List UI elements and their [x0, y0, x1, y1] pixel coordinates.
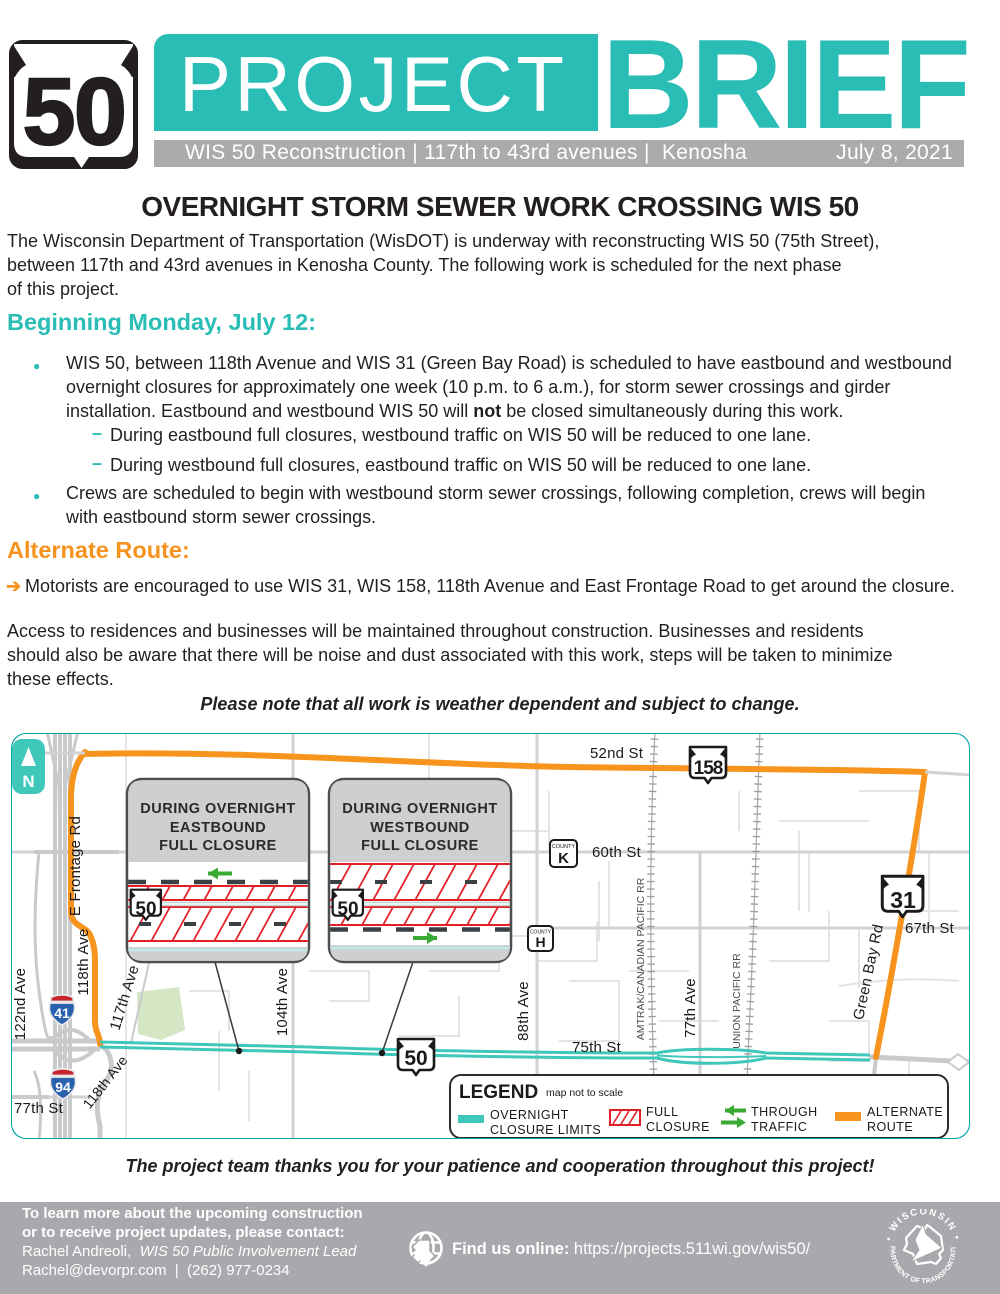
svg-text:ALTERNATE: ALTERNATE: [867, 1105, 943, 1119]
svg-text:122nd Ave: 122nd Ave: [12, 968, 29, 1040]
svg-text:FULL CLOSURE: FULL CLOSURE: [361, 838, 479, 854]
svg-text:FULL: FULL: [646, 1105, 679, 1119]
svg-text:COUNTY: COUNTY: [552, 844, 576, 850]
svg-text:118th Ave: 118th Ave: [75, 928, 92, 995]
svg-text:DURING OVERNIGHT: DURING OVERNIGHT: [140, 801, 295, 817]
svg-text:TRAFFIC: TRAFFIC: [751, 1120, 807, 1134]
svg-text:AMTRAK/CANADIAN PACIFIC RR: AMTRAK/CANADIAN PACIFIC RR: [635, 877, 647, 1040]
svg-text:60th St: 60th St: [592, 844, 642, 861]
svg-text:LEGEND: LEGEND: [459, 1082, 538, 1103]
svg-text:DURING OVERNIGHT: DURING OVERNIGHT: [342, 801, 497, 817]
svg-text:104th Ave: 104th Ave: [274, 968, 291, 1036]
svg-text:ROUTE: ROUTE: [867, 1120, 913, 1134]
svg-text:COUNTY: COUNTY: [530, 930, 552, 936]
svg-text:50: 50: [337, 899, 358, 920]
svg-text:50: 50: [135, 899, 156, 920]
svg-text:map not to scale: map not to scale: [546, 1087, 623, 1099]
svg-text:52nd St: 52nd St: [590, 745, 644, 762]
svg-text:UNION PACIFIC RR: UNION PACIFIC RR: [731, 953, 743, 1049]
svg-text:31: 31: [890, 887, 916, 913]
svg-text:CLOSURE: CLOSURE: [646, 1120, 710, 1134]
svg-text:THROUGH: THROUGH: [751, 1105, 818, 1119]
svg-text:77th Ave: 77th Ave: [682, 978, 699, 1038]
svg-text:EASTBOUND: EASTBOUND: [170, 820, 266, 836]
svg-text:E Frontage Rd: E Frontage Rd: [67, 816, 84, 916]
svg-text:50: 50: [23, 59, 126, 165]
svg-text:41: 41: [54, 1005, 70, 1021]
svg-text:158: 158: [694, 758, 723, 779]
svg-text:75th St: 75th St: [572, 1039, 622, 1056]
svg-text:77th St: 77th St: [14, 1100, 64, 1117]
svg-text:88th Ave: 88th Ave: [515, 981, 532, 1041]
svg-text:H: H: [535, 934, 545, 950]
svg-text:K: K: [558, 850, 569, 867]
svg-text:FULL CLOSURE: FULL CLOSURE: [159, 838, 277, 854]
svg-text:WESTBOUND: WESTBOUND: [370, 820, 470, 836]
svg-text:N: N: [22, 772, 34, 791]
svg-text:50: 50: [404, 1047, 427, 1070]
svg-text:CLOSURE LIMITS: CLOSURE LIMITS: [490, 1123, 601, 1137]
svg-text:94: 94: [55, 1079, 71, 1095]
svg-text:OVERNIGHT: OVERNIGHT: [490, 1108, 569, 1122]
svg-text:67th St: 67th St: [905, 920, 955, 937]
